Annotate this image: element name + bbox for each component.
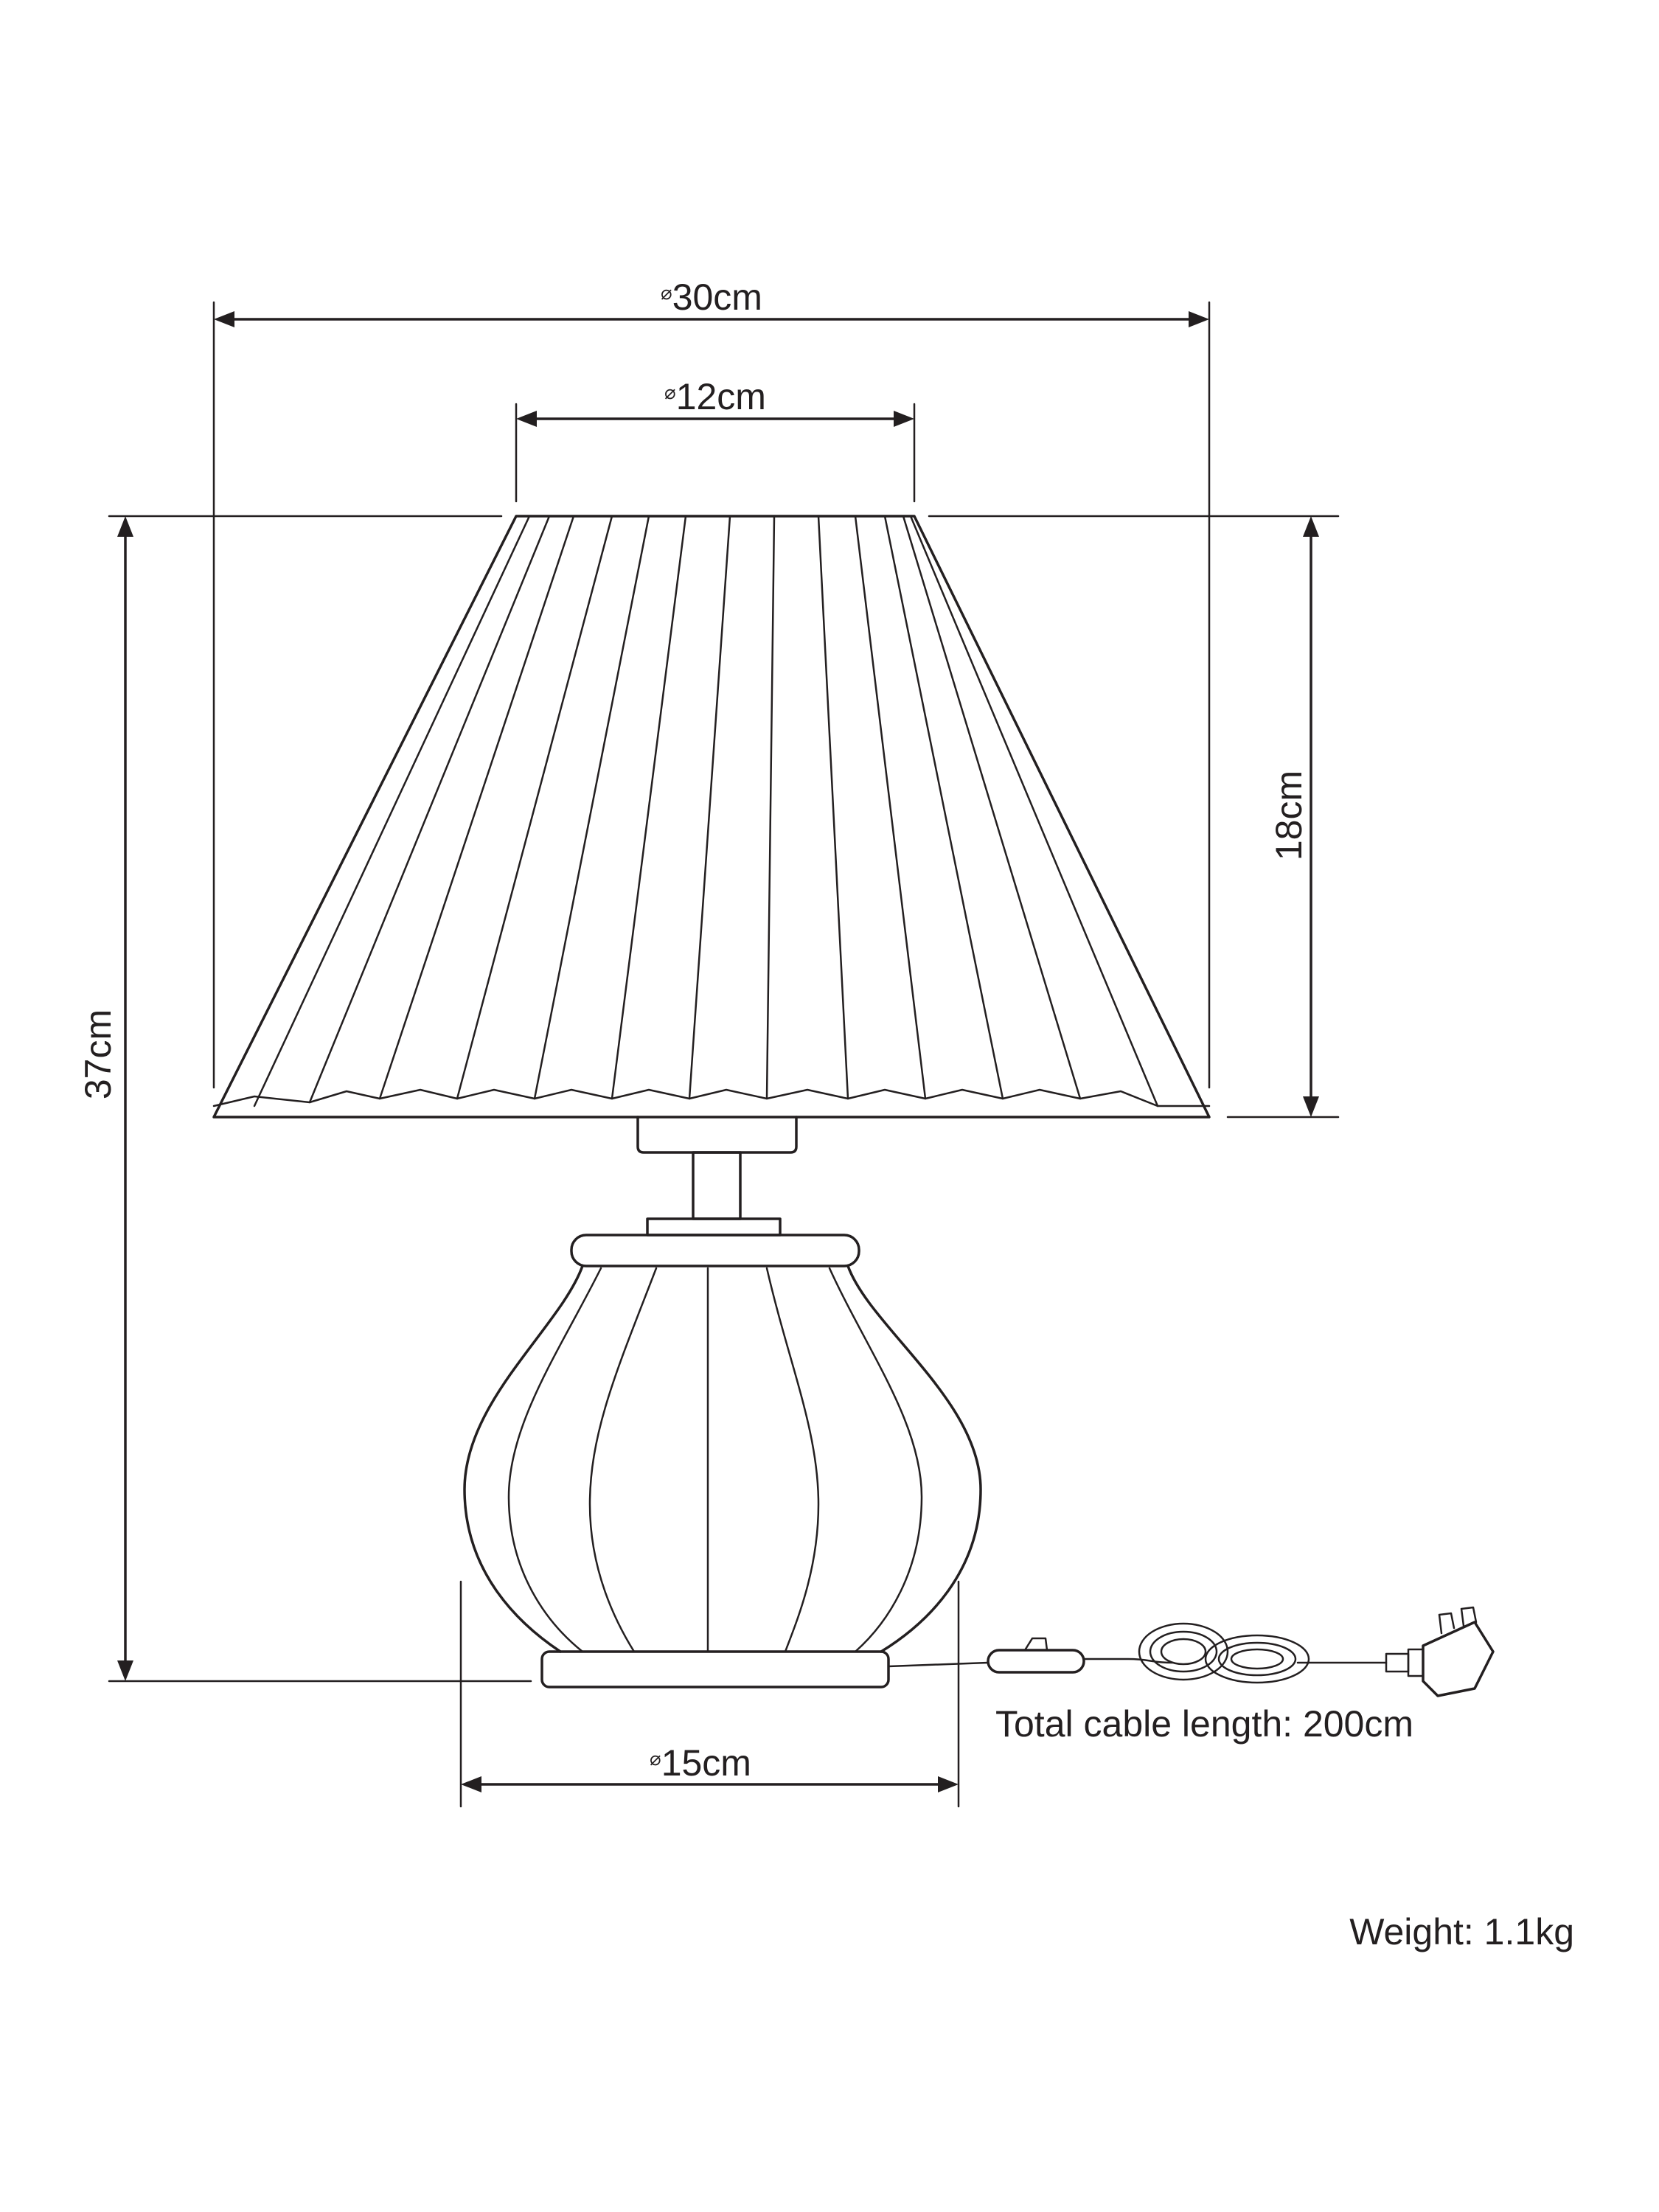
inline-switch	[987, 1637, 1085, 1674]
dimension-base-diameter: ⌀15cm	[459, 1580, 960, 1808]
shade-height-label: 18cm	[1268, 771, 1310, 860]
shade-bottom-diameter-label: ⌀30cm	[661, 276, 762, 318]
total-height-label: 37cm	[77, 1009, 119, 1099]
lamp-base	[463, 1234, 982, 1688]
power-cable	[887, 1658, 1388, 1668]
weight-note: Weight: 1.1kg	[1349, 1911, 1574, 1952]
dimension-shade-height: 18cm	[928, 515, 1340, 1119]
lamp-stem	[636, 1116, 798, 1237]
lamp-shade	[212, 515, 1211, 1119]
uk-plug	[1385, 1606, 1495, 1697]
shade-top-diameter-label: ⌀12cm	[664, 376, 766, 417]
dimension-shade-top-diameter: ⌀12cm	[515, 376, 916, 503]
base-diameter-label: ⌀15cm	[650, 1742, 751, 1784]
cable-length-note: Total cable length: 200cm	[995, 1703, 1413, 1745]
cable-coil	[1138, 1622, 1310, 1684]
dimension-total-height: 37cm	[77, 515, 532, 1683]
dimension-shade-bottom-diameter: ⌀30cm	[212, 276, 1211, 1089]
